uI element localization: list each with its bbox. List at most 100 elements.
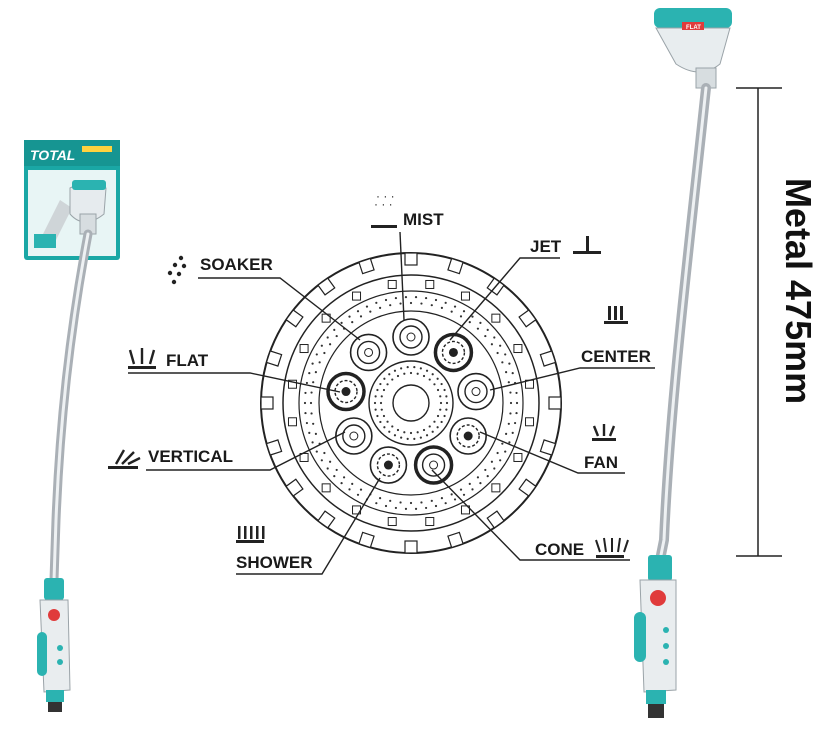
ring-bump	[486, 510, 505, 529]
spray-hole	[382, 388, 386, 392]
pattern-disc	[326, 371, 366, 412]
spray-hole	[320, 459, 323, 462]
spray-hole	[323, 451, 326, 455]
spray-hole	[304, 391, 307, 395]
vertical-icon	[108, 449, 141, 469]
spray-hole	[315, 450, 318, 453]
spray-hole	[436, 388, 440, 392]
ring-bump	[285, 309, 304, 328]
spray-hole	[445, 408, 448, 411]
flat-icon	[128, 348, 156, 369]
shower-icon	[236, 526, 265, 543]
spray-hole	[508, 362, 511, 365]
label-center: CENTER	[489, 306, 655, 391]
spray-hole	[409, 371, 413, 375]
spray-hole	[388, 373, 391, 376]
spray-hole	[328, 460, 332, 463]
ring-slot	[491, 483, 501, 493]
left-nozzle-head	[69, 180, 107, 235]
spray-hole	[376, 388, 379, 392]
spray-hole	[414, 507, 418, 510]
soaker-icon	[167, 255, 187, 285]
spray-hole	[444, 301, 447, 304]
spray-hole	[359, 488, 363, 491]
label-jet-text: JET	[530, 237, 562, 256]
label-fan-text: FAN	[584, 453, 618, 472]
spray-hole	[433, 420, 436, 423]
spray-hole	[304, 411, 307, 415]
spray-hole	[515, 411, 518, 415]
svg-text:· · ·: · · ·	[376, 189, 395, 203]
label-jet: JET	[449, 236, 601, 341]
spray-hole	[403, 431, 406, 434]
ring-bump	[404, 540, 418, 554]
spray-hole	[431, 373, 434, 376]
spray-hole	[505, 432, 508, 436]
pattern-disc	[413, 445, 454, 485]
spray-hole	[308, 431, 311, 434]
ring-bump	[539, 350, 557, 367]
spray-hole	[501, 442, 504, 445]
spray-hole	[440, 420, 443, 424]
label-soaker: SOAKER	[167, 255, 361, 341]
jet-icon	[573, 236, 601, 254]
spray-hole	[479, 321, 482, 324]
spray-hole	[375, 502, 378, 505]
spray-hole	[419, 367, 422, 370]
label-mist: · · · · · · MIST	[371, 189, 444, 321]
spray-hole	[383, 377, 386, 380]
length-dimension: Metal 475mm	[736, 87, 819, 557]
pattern-disc	[349, 333, 388, 372]
ring-bump	[447, 531, 464, 549]
spray-hole	[439, 401, 443, 405]
spray-hole	[340, 321, 343, 324]
spray-hole	[505, 370, 508, 374]
spray-hole	[320, 344, 323, 347]
ring-bump	[317, 277, 336, 296]
spray-hole	[348, 488, 351, 491]
spray-hole	[314, 370, 317, 374]
spray-hole	[386, 383, 389, 386]
pattern-disc	[457, 372, 495, 411]
right-product: FLAT	[634, 8, 732, 718]
spray-hole	[445, 401, 449, 405]
spray-hole	[365, 305, 369, 308]
spray-hole	[351, 320, 354, 324]
ring-slot	[525, 417, 535, 427]
spray-hole	[515, 401, 519, 405]
spray-hole	[433, 383, 436, 386]
pattern-disc	[449, 417, 487, 455]
spray-hole	[468, 482, 471, 486]
spray-hole	[508, 441, 511, 444]
ring-slot	[299, 344, 309, 354]
left-handle	[37, 578, 71, 712]
spray-hole	[434, 504, 438, 508]
spray-hole	[440, 382, 443, 386]
spray-hole	[428, 425, 431, 428]
spray-hole	[376, 414, 379, 418]
spray-hole	[499, 459, 502, 462]
spray-hole	[348, 315, 351, 318]
ring-slot	[352, 291, 362, 301]
spray-hole	[310, 391, 313, 394]
label-center-text: CENTER	[581, 347, 651, 366]
spray-hole	[484, 334, 487, 338]
pattern-labels: · · · · · · MIST JET SOAKER	[108, 189, 655, 575]
spray-hole	[373, 401, 377, 405]
spray-hole	[391, 425, 394, 428]
spray-hole	[422, 428, 426, 432]
nozzle-badge: FLAT	[686, 25, 701, 31]
ring-slot	[387, 279, 397, 289]
ring-slot	[460, 505, 470, 515]
svg-text:· · ·: · · ·	[374, 197, 393, 211]
pattern-disc	[369, 446, 408, 484]
spray-hole	[450, 493, 453, 496]
spray-hole	[453, 498, 457, 501]
label-mist-text: MIST	[403, 210, 444, 229]
spray-hole	[380, 395, 383, 398]
spray-hole	[399, 501, 402, 504]
spray-hole	[501, 361, 504, 364]
spray-hole	[326, 336, 329, 339]
spray-hole	[310, 412, 313, 415]
spray-hole	[356, 310, 360, 313]
